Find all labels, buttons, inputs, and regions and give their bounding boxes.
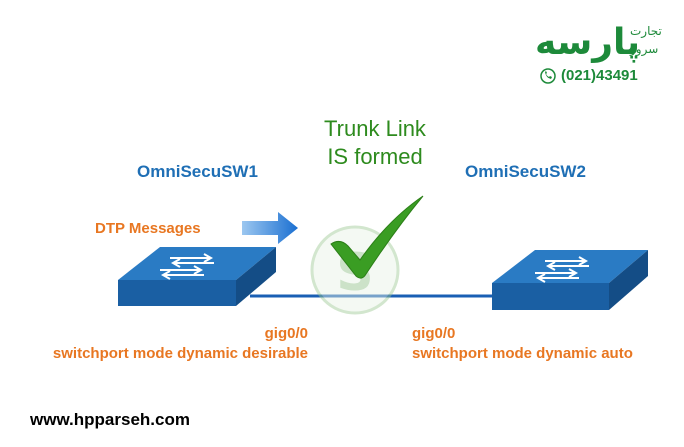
switch2-config: gig0/0 switchport mode dynamic auto [412,324,633,364]
brand-phone: (021)43491 [561,67,638,84]
trunk-status: Trunk Link IS formed [300,115,450,171]
switch1-name: OmniSecuSW1 [137,162,258,181]
switch1-config: gig0/0 switchport mode dynamic desirable [8,324,308,364]
switch-icon [118,247,276,306]
website-url: www.hpparseh.com [30,410,190,429]
brand-logo-sub2: سرور [630,42,659,56]
trunk-status-line2: IS formed [327,144,423,169]
switch-icon [492,250,648,310]
trunk-status-line1: Trunk Link [324,116,426,141]
arrow-right-icon [242,212,298,244]
checkmark-icon [330,195,424,279]
brand-logo-main: پارسه [535,22,640,63]
switch1-port: gig0/0 [264,325,308,342]
dtp-messages-label: DTP Messages [95,220,201,237]
switch2-mode: switchport mode dynamic auto [412,345,633,362]
brand-logo-sub1: تجارت [630,24,662,38]
switch2-name: OmniSecuSW2 [465,162,586,181]
switch2-port: gig0/0 [412,325,456,342]
switch1-mode: switchport mode dynamic desirable [52,345,308,362]
phone-icon [540,68,556,84]
